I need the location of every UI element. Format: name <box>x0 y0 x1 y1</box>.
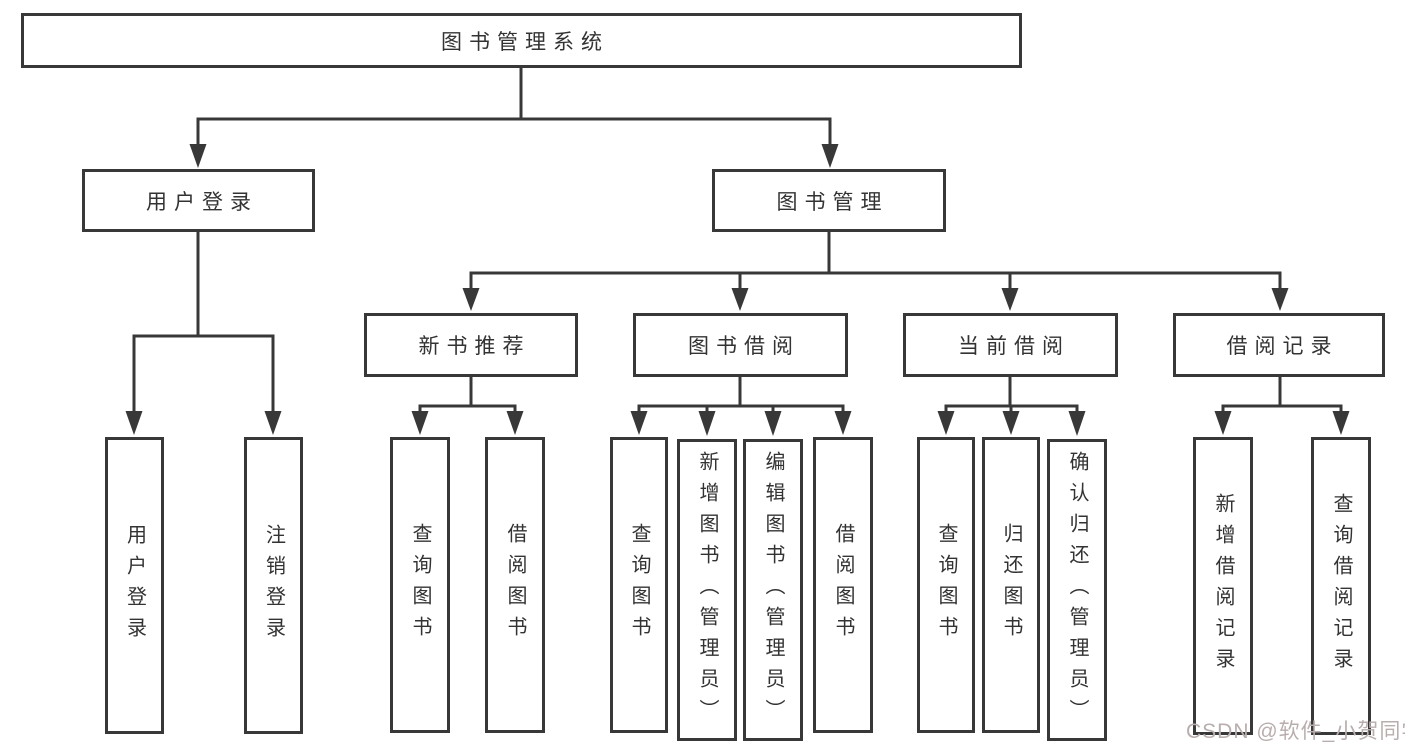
connector-borrow-records-to-leaves <box>1214 377 1350 435</box>
leaf-borrowing-borrow-books: 借阅图书 <box>813 437 873 733</box>
connector-current-borrowing-to-leaves <box>937 377 1086 436</box>
node-borrow-records: 借阅记录 <box>1173 313 1385 377</box>
node-label: 查询图书 <box>935 523 957 647</box>
node-label: 注销登录 <box>262 523 285 648</box>
node-user-login: 用户登录 <box>82 169 315 232</box>
leaf-current-return-books: 归还图书 <box>982 437 1040 733</box>
node-label: 图书管理系统 <box>441 30 609 54</box>
node-label: 查询图书 <box>628 523 650 647</box>
leaf-records-query-borrow-record: 查询借阅记录 <box>1311 437 1371 735</box>
node-label: 新增借阅记录 <box>1212 493 1234 679</box>
node-label: 借阅图书 <box>504 523 526 647</box>
node-label: 借阅图书 <box>832 523 854 647</box>
node-label: 编辑图书（管理员） <box>762 450 784 730</box>
node-label: 新增图书（管理员） <box>696 450 718 730</box>
node-label: 图书借阅 <box>688 335 800 358</box>
node-new-book-recommend: 新书推荐 <box>364 313 578 377</box>
node-current-borrowing: 当前借阅 <box>903 313 1118 377</box>
csdn-watermark: CSDN @软件_小贺同学 <box>1186 720 1405 743</box>
leaf-current-confirm-return-admin: 确认归还（管理员） <box>1047 439 1107 741</box>
node-label: 当前借阅 <box>958 335 1070 358</box>
node-label: 确认归还（管理员） <box>1066 450 1088 730</box>
node-label: 归还图书 <box>1000 523 1022 647</box>
connector-user-login-to-leaves <box>125 232 282 435</box>
connector-root-to-level2 <box>189 68 839 168</box>
leaf-borrowing-add-books-admin: 新增图书（管理员） <box>677 439 737 741</box>
leaf-current-query-books: 查询图书 <box>917 437 975 733</box>
leaf-recommend-borrow-books: 借阅图书 <box>485 437 545 733</box>
node-label: 用户登录 <box>146 190 258 214</box>
node-library-management-system: 图书管理系统 <box>21 13 1022 68</box>
leaf-logout: 注销登录 <box>244 437 303 734</box>
node-label: 图书管理 <box>776 190 889 214</box>
leaf-user-login: 用户登录 <box>105 437 164 734</box>
connector-book-borrowing-to-leaves <box>630 377 852 436</box>
connector-new-book-recommend-to-leaves <box>411 377 524 435</box>
node-book-borrowing: 图书借阅 <box>633 313 848 377</box>
node-label: 借阅记录 <box>1226 335 1339 358</box>
node-book-management: 图书管理 <box>712 169 946 232</box>
leaf-borrowing-query-books: 查询图书 <box>610 437 668 733</box>
node-label: 用户登录 <box>123 523 146 648</box>
node-label: 新书推荐 <box>418 335 531 358</box>
node-label: 查询图书 <box>409 523 431 647</box>
connector-book-management-to-level3 <box>462 232 1289 311</box>
node-label: 查询借阅记录 <box>1330 493 1352 679</box>
leaf-borrowing-edit-books-admin: 编辑图书（管理员） <box>743 439 803 741</box>
leaf-records-add-borrow-record: 新增借阅记录 <box>1193 437 1253 735</box>
leaf-recommend-query-books: 查询图书 <box>390 437 450 733</box>
